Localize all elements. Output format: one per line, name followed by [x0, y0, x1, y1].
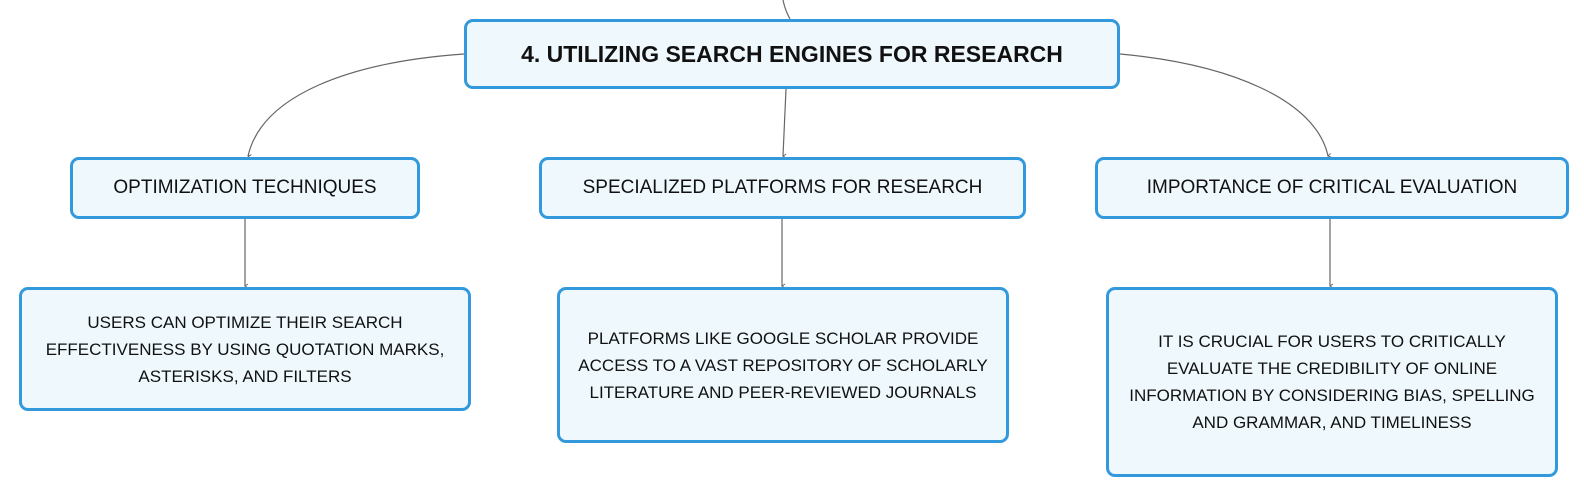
root-topic-label: 4. UTILIZING SEARCH ENGINES FOR RESEARCH — [521, 40, 1063, 67]
detail-specialized-platforms[interactable]: PLATFORMS LIKE GOOGLE SCHOLAR PROVIDE AC… — [557, 287, 1009, 443]
branch-critical-evaluation[interactable]: IMPORTANCE OF CRITICAL EVALUATION — [1095, 157, 1569, 219]
detail-text: PLATFORMS LIKE GOOGLE SCHOLAR PROVIDE AC… — [578, 328, 988, 402]
detail-text: USERS CAN OPTIMIZE THEIR SEARCH EFFECTIV… — [45, 312, 445, 386]
branch-label: SPECIALIZED PLATFORMS FOR RESEARCH — [582, 177, 983, 198]
connector-parent-to-root — [782, 0, 791, 20]
connector-root-to-branch-2 — [782, 88, 787, 159]
branch-label: OPTIMIZATION TECHNIQUES — [113, 177, 377, 198]
branch-specialized-platforms[interactable]: SPECIALIZED PLATFORMS FOR RESEARCH — [539, 157, 1026, 219]
connector-root-to-branch-1 — [247, 53, 465, 159]
branch-optimization-techniques[interactable]: OPTIMIZATION TECHNIQUES — [70, 157, 420, 219]
detail-text: IT IS CRUCIAL FOR USERS TO CRITICALLY EV… — [1129, 332, 1535, 432]
detail-critical-evaluation[interactable]: IT IS CRUCIAL FOR USERS TO CRITICALLY EV… — [1106, 287, 1558, 477]
root-topic[interactable]: 4. UTILIZING SEARCH ENGINES FOR RESEARCH — [464, 19, 1120, 89]
detail-optimization-techniques[interactable]: USERS CAN OPTIMIZE THEIR SEARCH EFFECTIV… — [19, 287, 471, 411]
connector-root-to-branch-3 — [1119, 53, 1332, 158]
branch-label: IMPORTANCE OF CRITICAL EVALUATION — [1146, 177, 1518, 198]
